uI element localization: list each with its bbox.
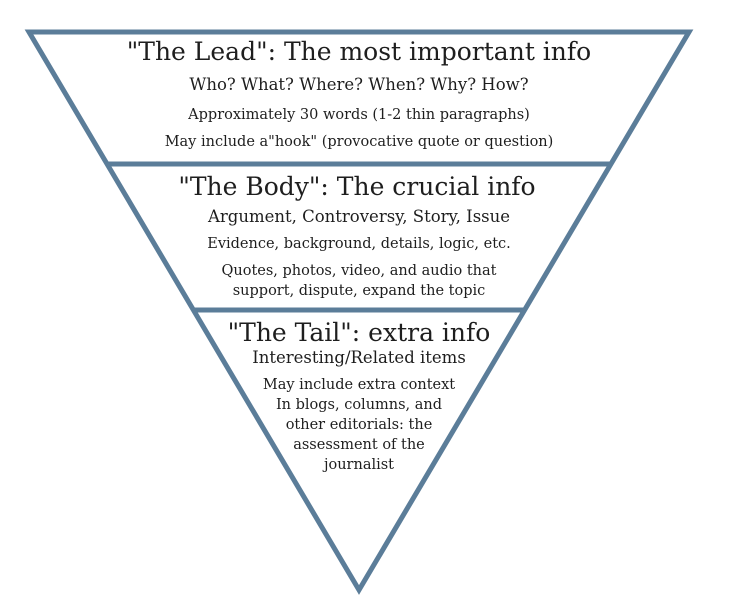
body-line-2: Evidence, background, details, logic, et…	[207, 236, 511, 252]
tail-line-6: journalist	[323, 457, 395, 473]
tail-line-2: May include extra context	[262, 377, 456, 393]
tail-line-4: other editorials: the	[285, 417, 433, 433]
lead-line-1: Who? What? Where? When? Why? How?	[189, 75, 529, 94]
tail-line-1: Interesting/Related items	[252, 348, 466, 367]
body-title: "The Body": The crucial info	[178, 172, 536, 201]
lead-title: "The Lead": The most important info	[126, 37, 592, 66]
tail-title: "The Tail": extra info	[227, 318, 491, 347]
body-line-1: Argument, Controversy, Story, Issue	[207, 207, 511, 226]
tail-line-3: In blogs, columns, and	[275, 397, 443, 413]
body-line-3a: Quotes, photos, video, and audio that	[221, 263, 497, 279]
lead-line-2: Approximately 30 words (1-2 thin paragra…	[188, 107, 530, 123]
tail-line-5: assessment of the	[293, 437, 425, 453]
lead-line-3: May include a"hook" (provocative quote o…	[164, 134, 554, 150]
body-line-3b: support, dispute, expand the topic	[232, 283, 486, 299]
